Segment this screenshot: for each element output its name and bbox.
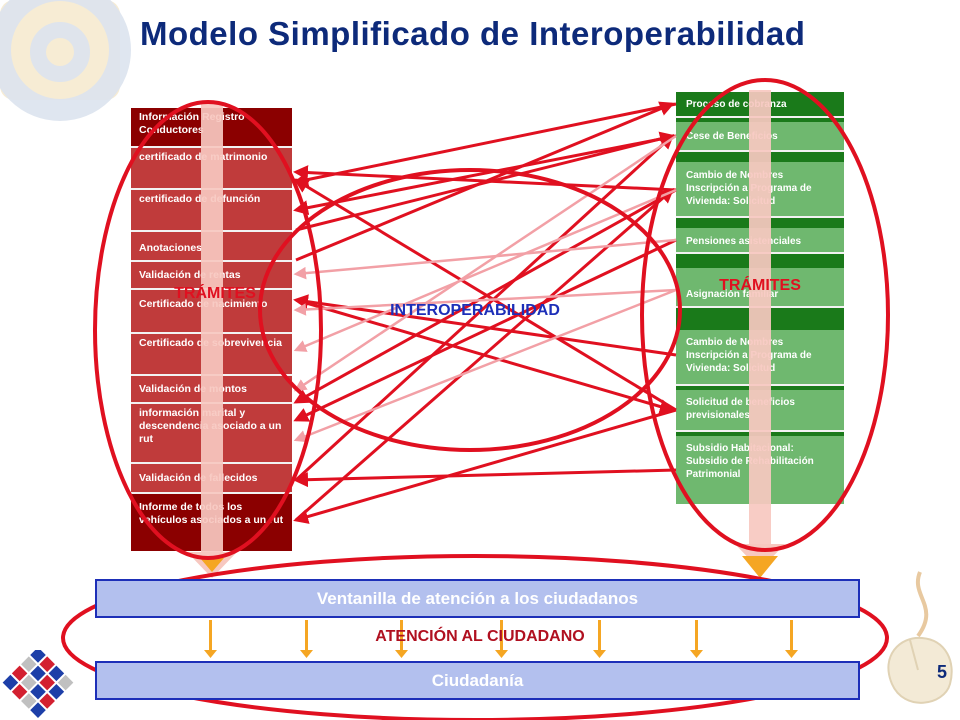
page-number: 5 (936, 662, 947, 682)
ventanilla-bar: Ventanilla de atención a los ciudadanos (95, 579, 860, 618)
ciudadania-bar: Ciudadanía (95, 661, 860, 700)
right-item-cese-beneficios: Cese de Beneficios (676, 122, 844, 152)
right-item-cambio-nombres-2: Cambio de Nombres Inscripción a Programa… (676, 330, 844, 386)
right-item-cambio-nombres-1: Cambio de Nombres Inscripción a Programa… (676, 162, 844, 218)
left-item-validacion-fallecidos: Validación de fallecidos (131, 464, 292, 494)
left-item-registro-conductores: Información Registro Conductores (131, 108, 292, 148)
right-item-pensiones-asistenciales: Pensiones asistenciales (676, 228, 844, 254)
left-item-informe-vehiculos: Informe de todos los vehículos asociados… (131, 494, 292, 551)
left-item-certificado-sobrevivencia: Certificado de sobrevivencia (131, 334, 292, 376)
right-item-proceso-cobranza: Proceso de cobranza (676, 92, 844, 118)
atencion-label: ATENCIÓN AL CIUDADANO (375, 628, 585, 645)
left-item-certificado-matrimonio: certificado de matrimonio (131, 148, 292, 190)
left-item-informacion-marital: información marital y descendencia asoci… (131, 404, 292, 464)
government-logo-icon (2, 650, 74, 718)
left-item-anotaciones: Anotaciones (131, 232, 292, 262)
tramites-label-right: TRÁMITES (719, 277, 801, 294)
interoperabilidad-label: INTEROPERABILIDAD (390, 302, 560, 319)
right-item-solicitud-beneficios: Solicitud de beneficios previsionales (676, 390, 844, 432)
tramites-label-left: TRÁMITES (174, 285, 256, 302)
at-sign-decoration-icon (0, 0, 180, 180)
page-title: Modelo Simplificado de Interoperabilidad (140, 15, 806, 52)
connector-lines-light (293, 134, 677, 443)
left-item-certificado-defuncion: certificado de defunción (131, 190, 292, 232)
computer-mouse-icon (887, 571, 953, 704)
right-item-subsidio-habitacional: Subsidio Habitacional: Subsidio de Rehab… (676, 436, 844, 504)
left-item-validacion-montos: Validación de montos (131, 376, 292, 404)
